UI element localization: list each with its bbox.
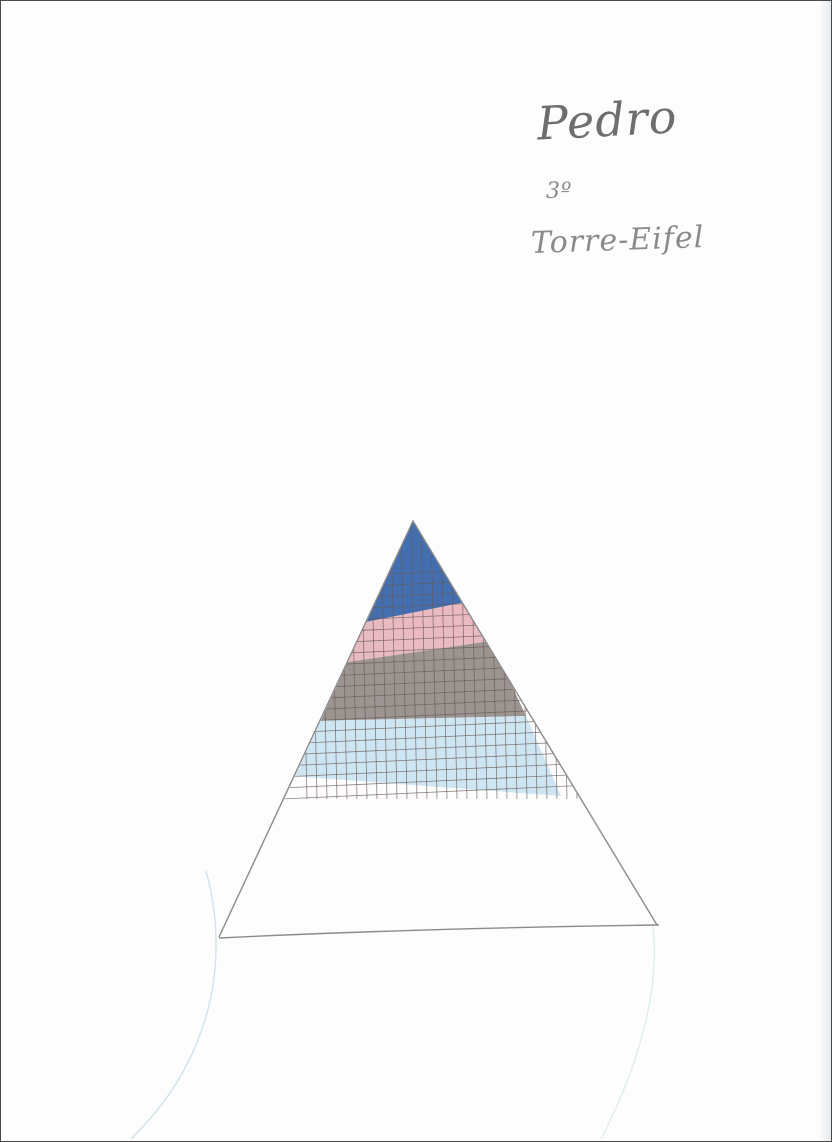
hatch-line-vertical xyxy=(571,526,577,799)
hatch-line-vertical xyxy=(561,526,567,799)
band-gray xyxy=(311,641,526,721)
tower-base-line xyxy=(219,925,659,938)
faint-arc-right xyxy=(601,926,654,1139)
faint-arc-left xyxy=(131,871,216,1139)
